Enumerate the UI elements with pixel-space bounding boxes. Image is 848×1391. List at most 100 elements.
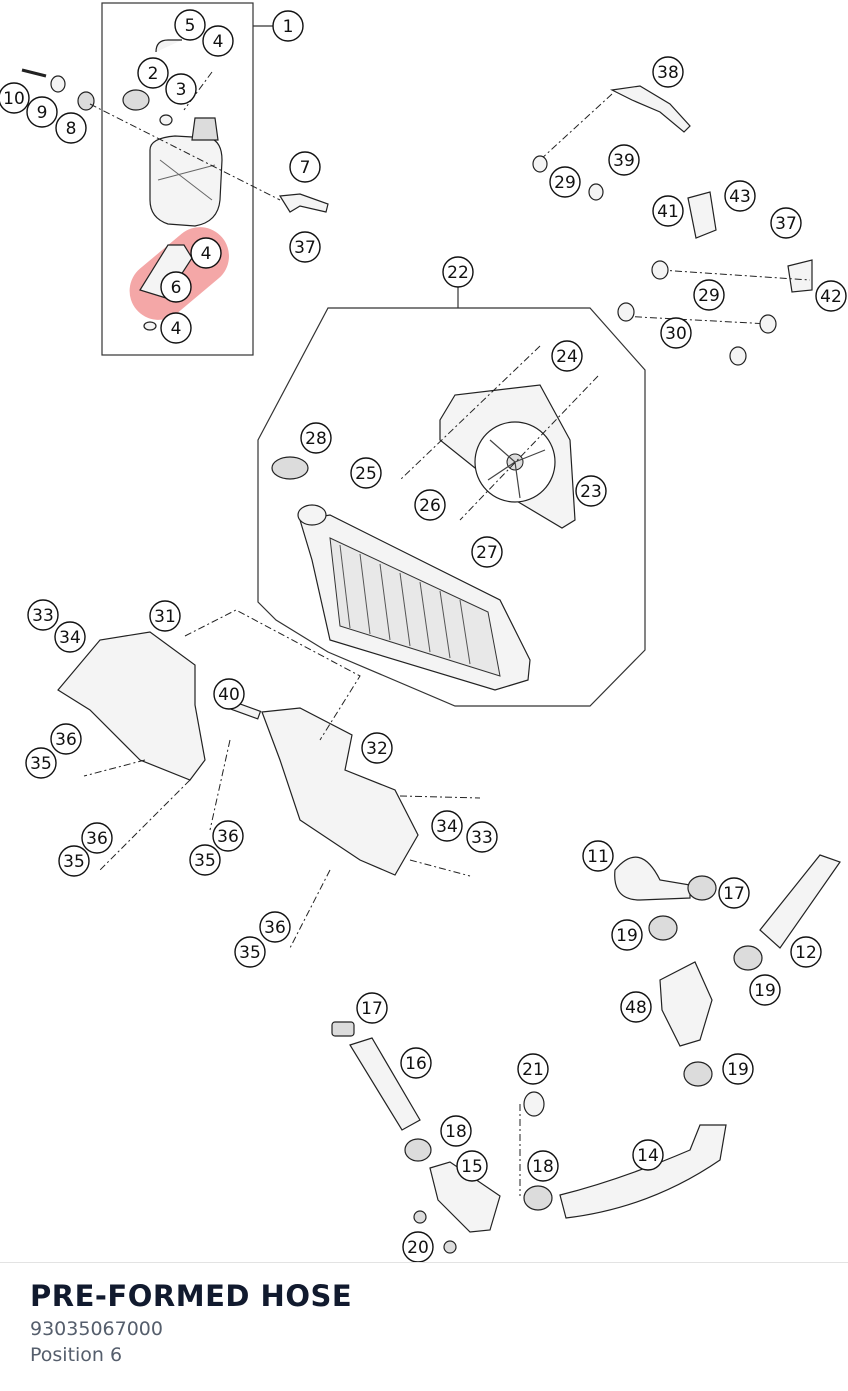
callout-17[interactable]: 17: [718, 877, 750, 909]
clamp-18-right[interactable]: [523, 1185, 553, 1211]
hose-12[interactable]: [759, 854, 841, 949]
callout-6[interactable]: 6: [160, 271, 192, 303]
callout-24[interactable]: 24: [551, 340, 583, 372]
damper-29-top[interactable]: [532, 155, 548, 173]
callout-10[interactable]: 10: [0, 82, 30, 114]
callout-15[interactable]: 15: [456, 1150, 488, 1182]
callout-label: 6: [171, 278, 182, 298]
clamp-17-right[interactable]: [687, 875, 717, 901]
damper-29-lower[interactable]: [588, 183, 604, 201]
bracket-42[interactable]: [787, 259, 813, 293]
expansion-tank[interactable]: [149, 117, 223, 227]
callout-19[interactable]: 19: [611, 919, 643, 951]
callout-18[interactable]: 18: [440, 1115, 472, 1147]
callout-35[interactable]: 35: [25, 747, 57, 779]
o-ring-21[interactable]: [523, 1091, 545, 1117]
callout-label: 36: [55, 730, 77, 750]
callout-30[interactable]: 30: [660, 317, 692, 349]
callout-label: 36: [86, 829, 108, 849]
hose-16[interactable]: [349, 1037, 421, 1131]
callout-36[interactable]: 36: [50, 723, 82, 755]
callout-35[interactable]: 35: [58, 845, 90, 877]
callout-32[interactable]: 32: [361, 732, 393, 764]
callout-36[interactable]: 36: [212, 820, 244, 852]
bracket-38[interactable]: [610, 85, 691, 133]
callout-7[interactable]: 7: [289, 151, 321, 183]
callout-8[interactable]: 8: [55, 112, 87, 144]
clamp-18-left[interactable]: [404, 1138, 432, 1162]
part-number: 93035067000: [30, 1318, 163, 1340]
callout-19[interactable]: 19: [749, 974, 781, 1006]
radiator-fan[interactable]: [439, 384, 576, 529]
callout-35[interactable]: 35: [189, 844, 221, 876]
callout-33[interactable]: 33: [466, 821, 498, 853]
pipe-15[interactable]: [429, 1161, 501, 1233]
callout-19[interactable]: 19: [722, 1053, 754, 1085]
callout-36[interactable]: 36: [81, 822, 113, 854]
radiator-guard-32[interactable]: [261, 707, 419, 876]
callout-21[interactable]: 21: [517, 1053, 549, 1085]
bracket-41[interactable]: [687, 191, 717, 239]
thermostat-48[interactable]: [659, 961, 713, 1047]
tank-cap[interactable]: [122, 89, 173, 126]
callout-48[interactable]: 48: [620, 991, 652, 1023]
callout-25[interactable]: 25: [350, 457, 382, 489]
small-hose-5[interactable]: [155, 39, 182, 53]
callout-37[interactable]: 37: [289, 231, 321, 263]
callout-4[interactable]: 4: [160, 312, 192, 344]
callout-36[interactable]: 36: [259, 911, 291, 943]
callout-33[interactable]: 33: [27, 599, 59, 631]
callout-35[interactable]: 35: [234, 936, 266, 968]
spacer-30-left[interactable]: [617, 302, 635, 322]
callout-34[interactable]: 34: [431, 810, 463, 842]
callout-4[interactable]: 4: [202, 25, 234, 57]
damper-29-left[interactable]: [651, 260, 669, 280]
callout-29[interactable]: 29: [549, 166, 581, 198]
callout-12[interactable]: 12: [790, 936, 822, 968]
callout-14[interactable]: 14: [632, 1139, 664, 1171]
callout-3[interactable]: 3: [165, 73, 197, 105]
callout-18[interactable]: 18: [527, 1150, 559, 1182]
clamp-19-lower[interactable]: [683, 1061, 713, 1087]
callout-39[interactable]: 39: [608, 144, 640, 176]
callout-40[interactable]: 40: [213, 678, 245, 710]
bolt-10-set[interactable]: [21, 68, 95, 111]
callout-28[interactable]: 28: [300, 422, 332, 454]
callout-1[interactable]: 1: [272, 10, 304, 42]
callout-42[interactable]: 42: [815, 280, 847, 312]
callout-label: 26: [419, 496, 441, 516]
callout-27[interactable]: 27: [471, 536, 503, 568]
callout-41[interactable]: 41: [652, 195, 684, 227]
callout-2[interactable]: 2: [137, 57, 169, 89]
callout-34[interactable]: 34: [54, 621, 86, 653]
callout-43[interactable]: 43: [724, 180, 756, 212]
callout-5[interactable]: 5: [174, 9, 206, 41]
callout-31[interactable]: 31: [149, 600, 181, 632]
hose-14[interactable]: [559, 1124, 727, 1219]
radiator-guard-31[interactable]: [57, 631, 206, 781]
pre-formed-hose-6[interactable]: [139, 244, 193, 299]
bracket-7[interactable]: [278, 193, 329, 213]
callout-11[interactable]: 11: [582, 840, 614, 872]
callout-16[interactable]: 16: [400, 1047, 432, 1079]
callout-20[interactable]: 20: [402, 1231, 434, 1262]
damper-29-right[interactable]: [759, 314, 777, 334]
callout-17[interactable]: 17: [356, 992, 388, 1024]
clamp-19-upper[interactable]: [648, 915, 678, 941]
clamp-4[interactable]: [143, 321, 157, 331]
radiator-cap-28[interactable]: [271, 456, 309, 480]
callout-4[interactable]: 4: [190, 237, 222, 269]
radiator[interactable]: [297, 504, 531, 691]
callout-37[interactable]: 37: [770, 207, 802, 239]
hose-11[interactable]: [614, 856, 691, 901]
callout-26[interactable]: 26: [414, 489, 446, 521]
clamp-19-mid[interactable]: [733, 945, 763, 971]
clamp-17-left[interactable]: [331, 1021, 355, 1037]
callout-9[interactable]: 9: [26, 96, 58, 128]
callout-29[interactable]: 29: [693, 279, 725, 311]
callout-23[interactable]: 23: [575, 475, 607, 507]
bolts-20[interactable]: [413, 1210, 457, 1254]
callout-38[interactable]: 38: [652, 56, 684, 88]
spacer-30-right[interactable]: [729, 346, 747, 366]
callout-22[interactable]: 22: [442, 256, 474, 288]
